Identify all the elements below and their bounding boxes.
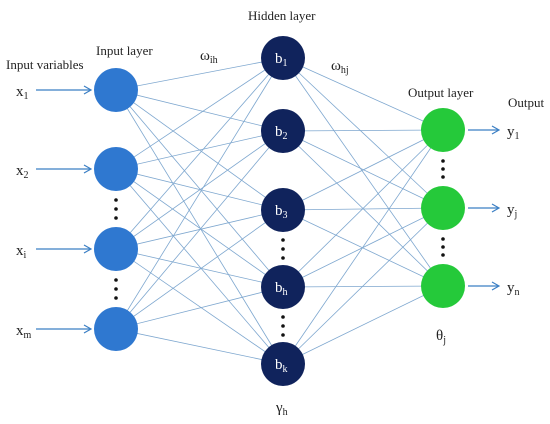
hidden-output-connection	[282, 129, 444, 288]
input-variable-label-3: xi	[16, 243, 27, 261]
output-variable-label-3: yn	[507, 280, 520, 298]
output-arrowhead-1	[491, 125, 501, 135]
input-hidden-connection	[115, 168, 284, 365]
hidden-layer-header: Hidden layer	[248, 8, 316, 23]
hidden-output-connection	[282, 57, 444, 287]
input-hidden-connection	[115, 57, 284, 330]
input-hidden-connection	[115, 57, 284, 170]
output-header: Output	[508, 95, 545, 110]
hidden-output-connection	[282, 209, 444, 287]
input-variables-header: Input variables	[6, 57, 84, 72]
input-layer-nodes	[94, 68, 138, 351]
input-ellipsis-dot	[114, 198, 118, 202]
input-arrowhead-3	[83, 244, 93, 254]
hidden-node-2	[261, 109, 305, 153]
input-hidden-connection	[115, 168, 284, 211]
output-node-1	[421, 108, 465, 152]
hidden-output-connection	[282, 285, 444, 365]
input-hidden-connection	[115, 248, 284, 365]
input-node-2	[94, 147, 138, 191]
input-arrowhead-2	[83, 164, 93, 174]
weight-label-hj: ωhj	[331, 58, 349, 76]
input-node-3	[94, 227, 138, 271]
input-variable-label-1: x1	[16, 84, 29, 102]
output-ellipsis-dot	[441, 159, 445, 163]
input-ellipsis-dot	[114, 216, 118, 220]
input-hidden-connection	[115, 130, 284, 330]
input-ellipsis-dot	[114, 287, 118, 291]
output-arrows	[468, 125, 501, 291]
input-hidden-connection	[115, 57, 284, 91]
hidden-output-connection	[282, 130, 444, 209]
hidden-output-connection	[282, 57, 444, 209]
input-ellipsis-dot	[114, 207, 118, 211]
hidden-output-connection	[282, 129, 444, 365]
input-hidden-connection	[115, 89, 284, 132]
input-hidden-connection	[115, 209, 284, 330]
input-hidden-connection	[115, 57, 284, 250]
input-hidden-connection	[115, 286, 284, 330]
input-hidden-connection	[115, 89, 284, 365]
input-layer-header: Input layer	[96, 43, 153, 58]
input-arrows	[36, 85, 93, 334]
input-ellipsis-dot	[114, 296, 118, 300]
input-variable-label-4: xm	[16, 323, 32, 341]
ellipsis-dots	[114, 159, 445, 337]
input-node-1	[94, 68, 138, 112]
output-arrowhead-2	[491, 203, 501, 213]
input-ellipsis-dot	[114, 278, 118, 282]
output-variable-label-1: y1	[507, 124, 520, 142]
input-hidden-connection	[115, 130, 284, 170]
hidden-output-connection	[282, 129, 444, 211]
input-hidden-connection	[115, 130, 284, 250]
hidden-threshold-label: γh	[275, 400, 288, 418]
hidden-ellipsis-dot	[281, 256, 285, 260]
hidden-ellipsis-dot	[281, 315, 285, 319]
hidden-ellipsis-dot	[281, 324, 285, 328]
output-ellipsis-dot	[441, 167, 445, 171]
input-arrowhead-4	[83, 324, 93, 334]
input-hidden-connection	[115, 328, 284, 365]
output-ellipsis-dot	[441, 237, 445, 241]
hidden-node-label-3: b3	[275, 203, 288, 221]
hidden-layer-nodes	[261, 36, 305, 386]
output-ellipsis-dot	[441, 253, 445, 257]
output-variable-label-2: yj	[507, 202, 517, 220]
hidden-node-label-2: b2	[275, 124, 288, 142]
hidden-output-connection	[282, 129, 444, 132]
input-node-4	[94, 307, 138, 351]
output-arrowhead-3	[491, 281, 501, 291]
hidden-ellipsis-dot	[281, 333, 285, 337]
hidden-output-connection	[282, 207, 444, 365]
output-node-3	[421, 264, 465, 308]
weight-label-ih: ωih	[200, 48, 218, 66]
hidden-ellipsis-dot	[281, 247, 285, 251]
hidden-node-label-5: bk	[275, 357, 288, 375]
output-layer-nodes	[421, 108, 465, 308]
hidden-node-3	[261, 188, 305, 232]
hidden-node-label-4: bh	[275, 280, 288, 298]
hidden-ellipsis-dot	[281, 238, 285, 242]
hidden-node-5	[261, 342, 305, 386]
input-variable-label-2: x2	[16, 163, 29, 181]
output-node-2	[421, 186, 465, 230]
input-arrowhead-1	[83, 85, 93, 95]
hidden-node-4	[261, 265, 305, 309]
output-ellipsis-dot	[441, 175, 445, 179]
output-ellipsis-dot	[441, 245, 445, 249]
hidden-output-connection	[282, 57, 444, 131]
output-layer-header: Output layer	[408, 85, 474, 100]
output-threshold-label: θj	[436, 328, 446, 346]
input-hidden-connection	[115, 168, 284, 288]
connection-lines	[115, 57, 444, 365]
input-hidden-connection	[115, 89, 284, 288]
input-hidden-connection	[115, 248, 284, 288]
hidden-node-label-1: b1	[275, 51, 288, 69]
hidden-node-1	[261, 36, 305, 80]
